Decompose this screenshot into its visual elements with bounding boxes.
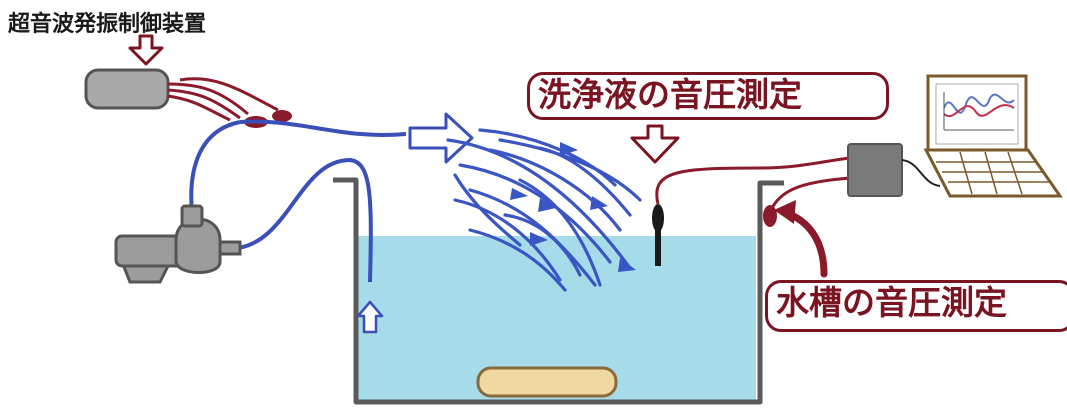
ultrasonic-pad bbox=[476, 366, 618, 398]
down-arrow-icon bbox=[630, 124, 680, 164]
tank-arrowhead bbox=[774, 200, 796, 224]
down-arrow-icon bbox=[128, 34, 164, 66]
tank-sensor-cable bbox=[768, 176, 851, 213]
tank-sensor bbox=[763, 205, 777, 227]
probe-icon bbox=[652, 204, 664, 266]
outlet-hose bbox=[239, 119, 407, 138]
controller-cables bbox=[167, 77, 279, 122]
controller-label: 超音波発振制御装置 bbox=[8, 12, 207, 37]
tank-pressure-label: 水槽の音圧測定 bbox=[765, 280, 1067, 332]
liquid-pressure-label: 洗浄液の音圧測定 bbox=[527, 72, 889, 120]
sensor-box-icon bbox=[847, 143, 903, 197]
cable-connector bbox=[272, 110, 292, 122]
suction-hose bbox=[237, 157, 373, 283]
tank-wall bbox=[333, 177, 784, 405]
flow-scribble bbox=[446, 128, 642, 292]
right-arrow-icon bbox=[408, 112, 474, 164]
tank-arrow bbox=[780, 208, 828, 278]
up-arrow-icon bbox=[356, 300, 384, 334]
pump-hose bbox=[189, 120, 241, 213]
flow-arrowheads bbox=[510, 142, 636, 272]
pump-icon bbox=[114, 204, 242, 284]
laptop-cable bbox=[901, 159, 941, 187]
laptop-icon bbox=[923, 74, 1063, 198]
controller-device bbox=[84, 68, 170, 110]
probe-cable bbox=[655, 156, 851, 205]
